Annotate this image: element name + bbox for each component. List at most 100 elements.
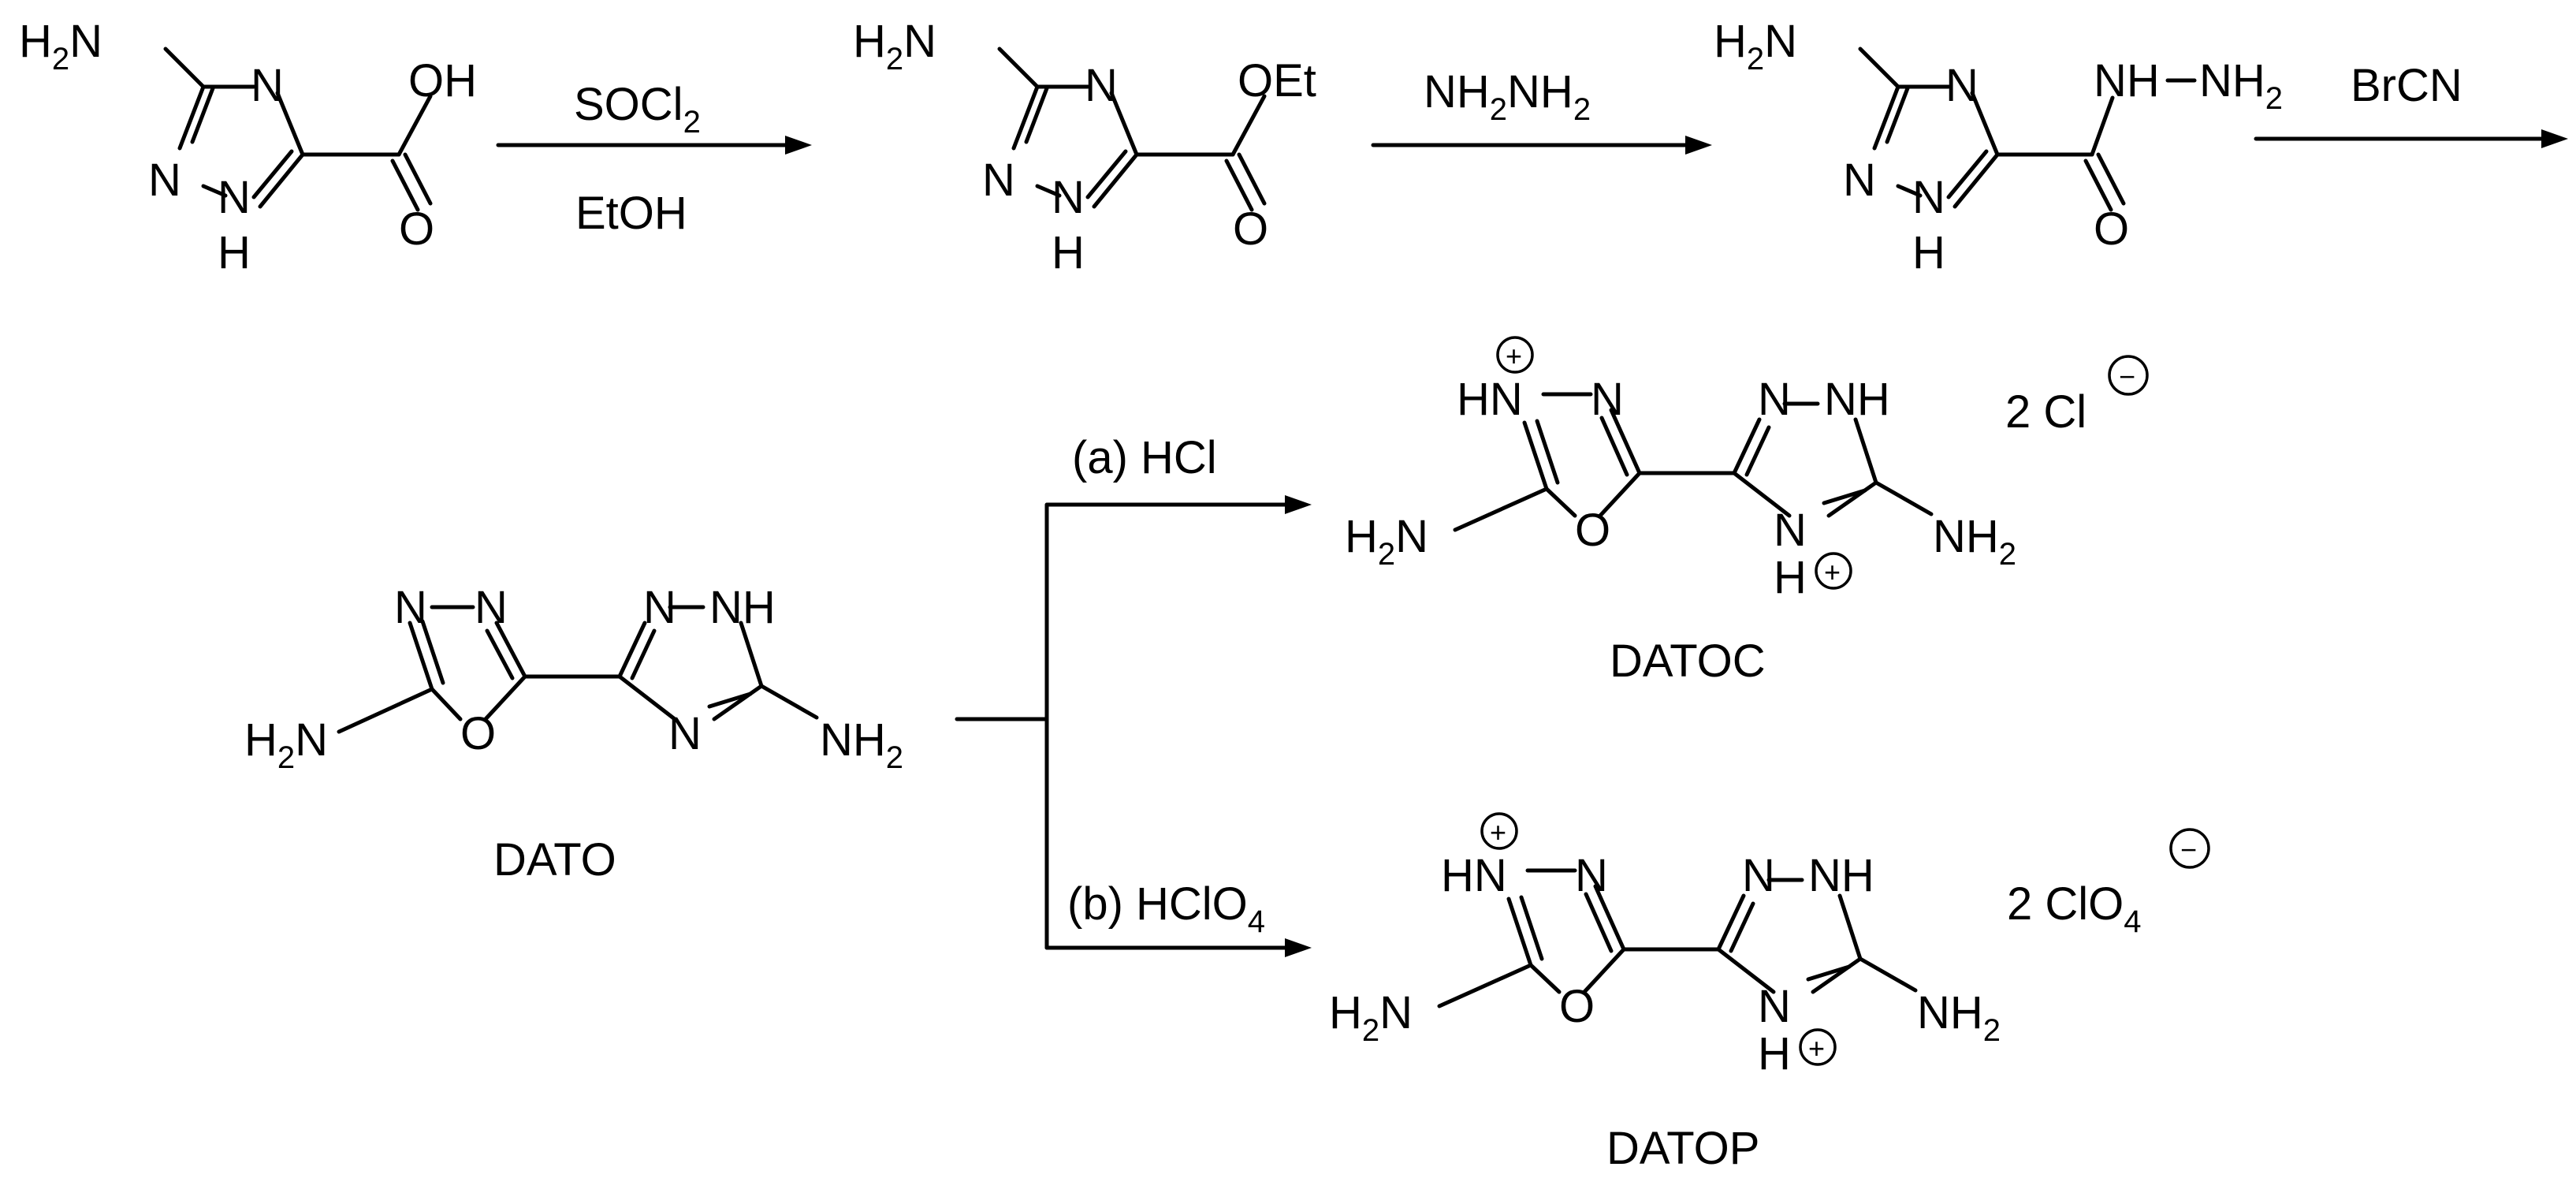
atom-label: NH <box>2199 55 2265 106</box>
atom-label: N <box>1052 172 1085 223</box>
bond <box>1874 480 1934 516</box>
positive-charge: + <box>1490 816 1506 848</box>
bond <box>275 91 305 157</box>
atom-label: N <box>1758 981 1791 1032</box>
atom-label: N <box>1591 374 1624 425</box>
reagent-label: BrCN <box>2351 60 2462 111</box>
atom-label: H <box>244 714 277 766</box>
arrow-head-a <box>1285 495 1312 514</box>
bond <box>1952 152 2000 209</box>
bond <box>1230 94 1267 157</box>
bond <box>707 692 753 709</box>
atom-label: NH <box>1933 511 1999 562</box>
reagent-subscript: 2 <box>1490 92 1507 127</box>
atom-label: H <box>218 227 251 278</box>
bond <box>390 158 420 212</box>
bond <box>485 628 515 680</box>
bond <box>201 184 228 198</box>
bond <box>759 684 819 720</box>
atom-label: NH <box>820 714 886 766</box>
bond <box>1732 417 1762 475</box>
reagent-subscript: 2 <box>1573 92 1591 127</box>
positive-charge-circle <box>1480 812 1518 850</box>
bond <box>1896 184 1923 198</box>
atom-label: N <box>1758 374 1791 425</box>
bond <box>1811 956 1863 994</box>
bond <box>1806 964 1852 982</box>
compound-name: DATO <box>493 834 616 885</box>
bond <box>1729 901 1755 953</box>
atom-label: O <box>1575 505 1610 556</box>
positive-charge-circle <box>1496 336 1534 374</box>
atom-label: N <box>1764 16 1797 67</box>
bond <box>1822 488 1867 505</box>
bond <box>1224 158 1254 212</box>
atom-label: N <box>1379 987 1413 1038</box>
bond <box>1528 963 1562 994</box>
svg-text:2 ClO4: 2 ClO4 <box>2007 878 2142 939</box>
arrow-head <box>1685 136 1712 155</box>
svg-text:(b) HClO4: (b) HClO4 <box>1067 878 1265 939</box>
atom-label: HN <box>1441 850 1507 901</box>
svg-text:NH2: NH2 <box>1933 511 2016 572</box>
atom-label: N <box>903 16 936 67</box>
bond <box>1744 425 1771 477</box>
arrow-head <box>2541 129 2568 148</box>
positive-charge-circle <box>1815 552 1852 590</box>
atom-label: N <box>1843 155 1876 206</box>
atom-subscript: 2 <box>1378 537 1395 572</box>
bond <box>396 94 433 157</box>
bond <box>739 621 764 688</box>
arrow-head-b <box>1285 938 1312 957</box>
atom-label: NH <box>1824 374 1890 425</box>
atom-label: N <box>643 582 676 633</box>
atom-label: HN <box>1457 374 1523 425</box>
bond <box>1092 152 1139 209</box>
negative-charge: − <box>2180 833 2197 866</box>
atom-label: O <box>2094 203 2129 255</box>
reaction-arrow-1: SOCl2 EtOH <box>496 79 812 239</box>
bond <box>483 674 527 721</box>
atom-label: H <box>1758 1028 1791 1079</box>
bond <box>1109 91 1139 157</box>
branch-arrows: (a) HCl (b) HClO4 <box>955 432 1312 957</box>
svg-text:SOCl2: SOCl2 <box>574 79 701 140</box>
bond <box>430 687 463 721</box>
positive-charge-circle <box>1799 1028 1837 1066</box>
bond <box>1853 417 1878 485</box>
bond <box>1522 420 1549 491</box>
bond <box>630 628 657 680</box>
bond <box>403 152 433 206</box>
atom-subscript: 2 <box>1362 1013 1379 1048</box>
branch-b-subscript: 4 <box>1248 904 1265 939</box>
atom-label: N <box>1395 511 1428 562</box>
bond <box>258 152 305 209</box>
bond <box>1826 480 1878 518</box>
svg-text:NH2NH2: NH2NH2 <box>1424 66 1591 127</box>
bond <box>1599 416 1629 477</box>
atom-label: N <box>668 708 702 759</box>
counterion-subscript: 4 <box>2124 904 2141 939</box>
atom-label: H <box>19 16 52 67</box>
svg-text:H2N: H2N <box>1714 16 1797 76</box>
bond <box>1598 471 1642 518</box>
compound-name: DATOC <box>1610 636 1766 687</box>
atom-subscript: 2 <box>1747 42 1764 76</box>
reagent-subscript: 2 <box>683 105 701 140</box>
bond <box>1085 149 1128 199</box>
atom-subscript: 2 <box>277 740 295 775</box>
bond <box>1584 892 1614 953</box>
positive-charge: + <box>1506 340 1522 372</box>
atom-label: H <box>1912 227 1945 278</box>
bond <box>2096 152 2126 206</box>
atom-label: H <box>853 16 886 67</box>
reaction-arrow-2: NH2NH2 <box>1371 66 1712 155</box>
svg-text:NH2: NH2 <box>1917 987 2001 1048</box>
atom-subscript: 2 <box>2265 81 2283 116</box>
compound-datop: H2N HN + N O N NH N H + NH2 2 ClO4 − DAT… <box>1329 812 2210 1174</box>
atom-label: N <box>1742 850 1775 901</box>
atom-label: N <box>1575 850 1608 901</box>
bond <box>1593 884 1626 952</box>
reaction-arrow-3: BrCN <box>2254 60 2568 148</box>
